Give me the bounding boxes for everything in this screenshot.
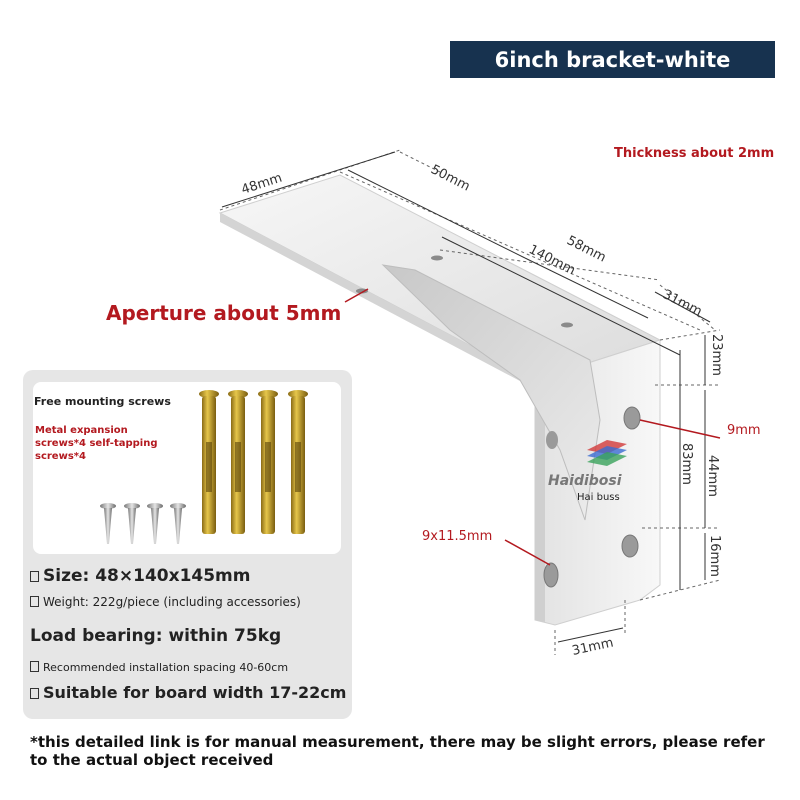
expansion-screw-3 bbox=[258, 390, 278, 534]
top-slot-3 bbox=[561, 322, 573, 328]
spec-board: Suitable for board width 17-22cm bbox=[30, 683, 346, 702]
brand-sub: Hai buss bbox=[577, 492, 620, 503]
dim-31-top: 31mm bbox=[660, 287, 704, 319]
spec-size-text: Size: 48×140x145mm bbox=[43, 566, 251, 586]
dim-44: 44mm bbox=[705, 455, 720, 497]
expansion-screw-4 bbox=[288, 390, 308, 534]
tapping-screw-4 bbox=[170, 503, 186, 544]
tapping-screw-2 bbox=[124, 503, 140, 544]
tapping-screw-1 bbox=[100, 503, 116, 544]
dim-16: 16mm bbox=[707, 535, 722, 577]
bracket-top-plate bbox=[218, 174, 662, 381]
top-slot-2 bbox=[431, 255, 443, 261]
dim-31-bottom: 31mm bbox=[571, 636, 615, 659]
dim-23: 23mm bbox=[709, 334, 724, 376]
spec-weight: Weight: 222g/piece (including accessorie… bbox=[30, 595, 301, 609]
bracket-rib bbox=[381, 264, 601, 521]
side-slot-1 bbox=[621, 534, 639, 558]
screws-box bbox=[33, 382, 341, 554]
thickness-callout: Thickness about 2mm bbox=[614, 146, 775, 161]
dim-83: 83mm bbox=[679, 443, 694, 485]
side-slot-2 bbox=[543, 562, 559, 588]
expansion-screw-2 bbox=[228, 390, 248, 534]
dim-48: 48mm bbox=[240, 171, 284, 198]
dim-9: 9mm bbox=[727, 423, 761, 438]
side-hole-1 bbox=[623, 406, 641, 430]
screws-description: Metal expansion screws*4 self-tapping sc… bbox=[35, 425, 158, 462]
bullet-icon bbox=[30, 688, 39, 699]
bullet-icon bbox=[30, 661, 39, 672]
brand-logo bbox=[587, 440, 627, 466]
spec-spacing: Recommended installation spacing 40-60cm bbox=[30, 661, 288, 674]
bullet-icon bbox=[30, 596, 39, 607]
dim-50: 50mm bbox=[428, 162, 472, 194]
spec-spacing-text: Recommended installation spacing 40-60cm bbox=[43, 661, 289, 674]
bullet-icon bbox=[30, 571, 39, 582]
footnote: *this detailed link is for manual measur… bbox=[30, 733, 765, 769]
spec-size: Size: 48×140x145mm bbox=[30, 566, 250, 586]
title-banner: 6inch bracket-white bbox=[450, 41, 775, 78]
expansion-screw-1 bbox=[199, 390, 219, 534]
brand-name: Haidibosi bbox=[548, 473, 622, 489]
spec-weight-text: Weight: 222g/piece (including accessorie… bbox=[43, 595, 301, 609]
top-slot-1 bbox=[356, 288, 368, 294]
spec-load: Load bearing: within 75kg bbox=[30, 626, 282, 646]
side-hole-2 bbox=[546, 431, 558, 449]
aperture-callout: Aperture about 5mm bbox=[106, 301, 342, 325]
dim-9x115: 9x11.5mm bbox=[422, 529, 492, 544]
screws-title: Free mounting screws bbox=[34, 395, 171, 408]
tapping-screw-3 bbox=[147, 503, 163, 544]
screws-illustration bbox=[100, 390, 308, 544]
spec-board-text: Suitable for board width 17-22cm bbox=[43, 683, 347, 702]
